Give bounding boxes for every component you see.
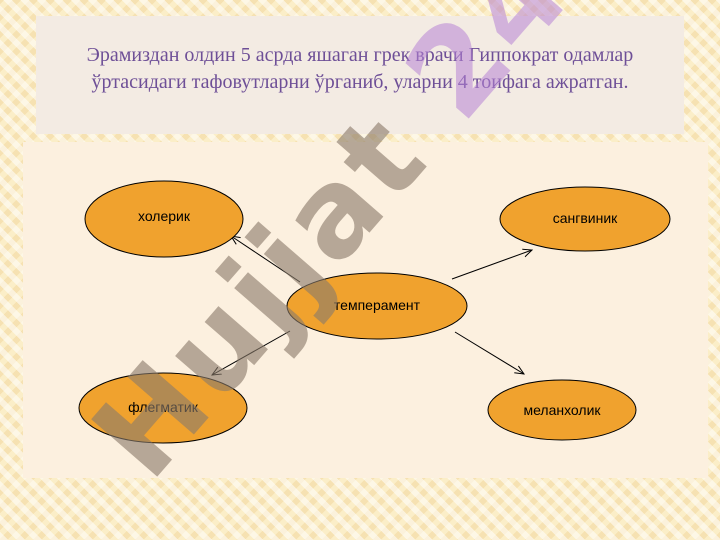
node-sanguine: сангвиник <box>499 186 671 252</box>
arrow-to-melancholic <box>454 331 524 374</box>
node-choleric: холерик <box>84 180 244 258</box>
node-melancholic-label: меланхолик <box>523 402 601 418</box>
node-melancholic: меланхолик <box>487 379 637 441</box>
node-phlegmatic: флегматик <box>78 372 248 444</box>
arrow-to-choleric <box>231 236 301 283</box>
node-temperament: темперамент <box>286 272 468 340</box>
node-choleric-label: холерик <box>138 208 191 224</box>
arrow-to-sanguine <box>451 250 532 280</box>
arrow-to-phlegmatic <box>212 330 291 375</box>
node-sanguine-label: сангвиник <box>553 210 618 226</box>
slide-title: Эрамиздан олдин 5 асрда яшаган грек врач… <box>36 16 684 134</box>
node-temperament-label: темперамент <box>334 297 421 313</box>
node-phlegmatic-label: флегматик <box>128 399 199 415</box>
